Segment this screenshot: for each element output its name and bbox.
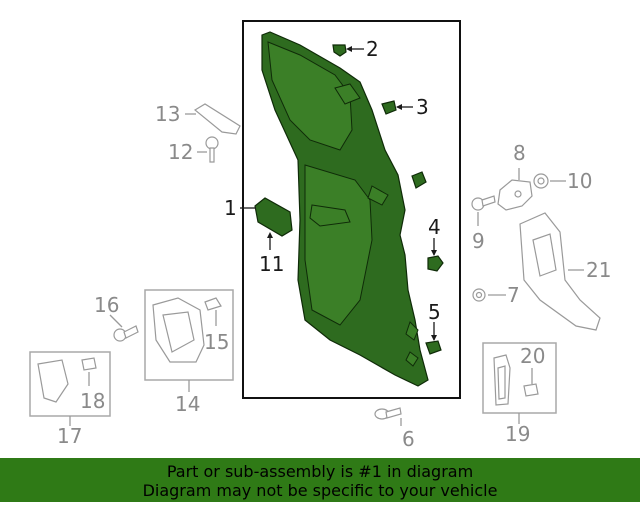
interior-trim-panel-part-1[interactable] xyxy=(261,31,429,387)
callout-21[interactable]: 21 xyxy=(586,258,611,282)
callout-16[interactable]: 16 xyxy=(94,293,119,317)
callout-11[interactable]: 11 xyxy=(259,252,284,276)
arrow-2 xyxy=(346,46,352,52)
callout-12[interactable]: 12 xyxy=(168,140,193,164)
main-assembly-frame xyxy=(242,20,461,399)
callout-5[interactable]: 5 xyxy=(428,300,441,324)
leader-16 xyxy=(109,314,123,328)
banner-line-1: Part or sub-assembly is #1 in diagram xyxy=(166,462,474,481)
disclaimer-banner: Part or sub-assembly is #1 in diagram Di… xyxy=(0,458,640,502)
retainer-clip xyxy=(411,171,427,189)
arrow-4 xyxy=(431,250,437,256)
arrow-5 xyxy=(431,335,437,341)
clip-part-5[interactable] xyxy=(425,340,442,355)
clip-part-3[interactable] xyxy=(381,100,397,115)
fastener-part-4[interactable] xyxy=(427,255,444,272)
callout-4[interactable]: 4 xyxy=(428,215,441,239)
plug-part-10[interactable] xyxy=(533,173,549,189)
callout-13[interactable]: 13 xyxy=(155,102,180,126)
callout-17[interactable]: 17 xyxy=(57,424,82,448)
clip-part-2[interactable] xyxy=(332,44,347,57)
handle-cup-part-11[interactable] xyxy=(254,197,293,237)
callout-1[interactable]: 1 xyxy=(224,196,237,220)
callout-19[interactable]: 19 xyxy=(505,422,530,446)
callout-14[interactable]: 14 xyxy=(175,392,200,416)
callout-6[interactable]: 6 xyxy=(402,427,415,451)
handle-bezel-part-14[interactable] xyxy=(152,297,205,363)
screw-part-12[interactable] xyxy=(205,136,219,163)
callout-3[interactable]: 3 xyxy=(416,95,429,119)
clip-part-20[interactable] xyxy=(523,383,539,397)
callout-18[interactable]: 18 xyxy=(80,389,105,413)
arrow-11 xyxy=(267,232,273,238)
banner-line-2: Diagram may not be specific to your vehi… xyxy=(142,481,498,500)
arrow-3 xyxy=(396,104,402,110)
callout-8[interactable]: 8 xyxy=(513,141,526,165)
screw-part-16[interactable] xyxy=(113,325,139,342)
clip-part-15[interactable] xyxy=(204,297,222,311)
screw-part-6[interactable] xyxy=(374,407,402,420)
insulator-part-21[interactable] xyxy=(519,212,601,331)
molding-part-19[interactable] xyxy=(493,354,511,406)
callout-15[interactable]: 15 xyxy=(204,330,229,354)
nut-part-7[interactable] xyxy=(472,288,486,302)
screw-part-9[interactable] xyxy=(471,195,496,211)
callout-9[interactable]: 9 xyxy=(472,229,485,253)
trim-piece-part-17[interactable] xyxy=(37,359,69,403)
callout-10[interactable]: 10 xyxy=(567,169,592,193)
callout-20[interactable]: 20 xyxy=(520,344,545,368)
parts-diagram: 1 2 3 4 5 6 7 8 9 10 11 12 13 14 15 16 1… xyxy=(29,20,611,451)
callout-7[interactable]: 7 xyxy=(507,283,520,307)
clip-part-18[interactable] xyxy=(81,357,97,371)
bracket-part-8[interactable] xyxy=(497,179,533,211)
cover-part-13[interactable] xyxy=(193,103,241,135)
callout-2[interactable]: 2 xyxy=(366,37,379,61)
